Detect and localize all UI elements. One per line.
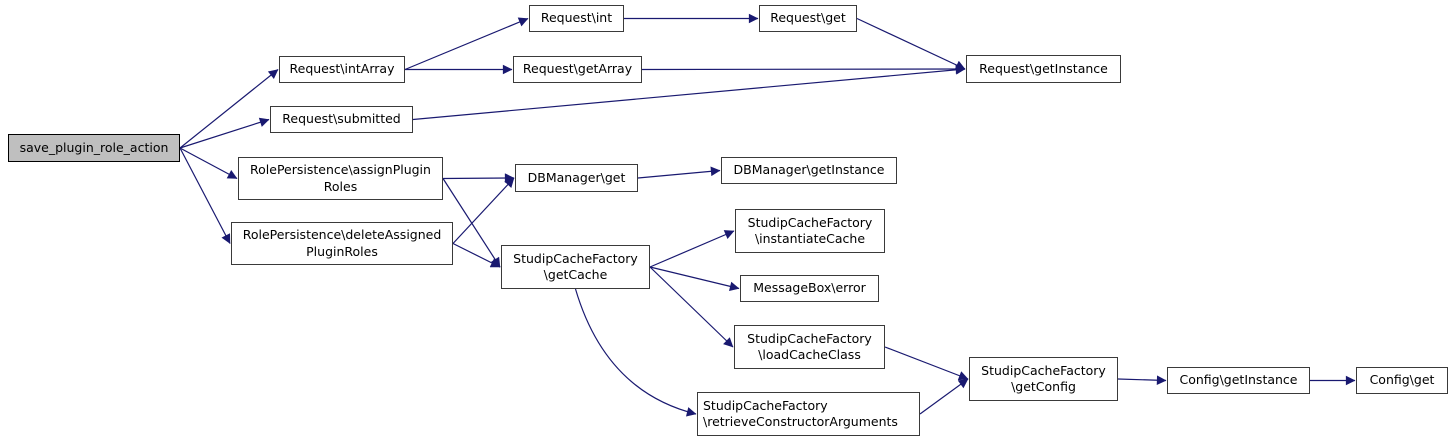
node-request-int[interactable]: Request\int: [529, 5, 624, 32]
edge-load-cache-class-to-get-config: [884, 346, 969, 381]
edge-delete-assigned-plugin-roles-to-dbmanager-get: [452, 177, 515, 244]
edge-get-cache-to-instantiate-cache: [649, 230, 735, 268]
node-instantiate-cache[interactable]: StudipCacheFactory \instantiateCache: [735, 209, 885, 253]
edge-request-getarray-to-request-getinstance: [641, 64, 966, 74]
node-request-submitted[interactable]: Request\submitted: [270, 106, 413, 133]
node-request-intarray[interactable]: Request\intArray: [279, 56, 405, 83]
node-dbmanager-get[interactable]: DBManager\get: [515, 164, 638, 192]
node-request-getarray[interactable]: Request\getArray: [513, 56, 642, 83]
edge-get-cache-to-retrieve-constructor-arguments: [574, 288, 697, 417]
edge-request-submitted-to-request-getinstance: [412, 65, 966, 121]
edge-get-cache-to-load-cache-class: [649, 266, 734, 348]
node-load-cache-class[interactable]: StudipCacheFactory \loadCacheClass: [734, 325, 885, 369]
node-save-plugin-role-action: save_plugin_role_action: [8, 134, 180, 162]
node-get-cache[interactable]: StudipCacheFactory \getCache: [501, 245, 650, 289]
edge-save-plugin-role-action-to-assign-plugin-roles: [179, 147, 238, 180]
node-messagebox-error[interactable]: MessageBox\error: [740, 275, 879, 302]
node-request-get[interactable]: Request\get: [759, 5, 857, 32]
edge-save-plugin-role-action-to-delete-assigned-plugin-roles: [179, 147, 231, 244]
node-dbmanager-getinstance[interactable]: DBManager\getInstance: [721, 157, 897, 184]
edge-delete-assigned-plugin-roles-to-get-cache: [452, 242, 501, 268]
edge-save-plugin-role-action-to-request-intarray: [179, 69, 279, 149]
edge-retrieve-constructor-arguments-to-get-config: [919, 378, 969, 415]
edge-dbmanager-get-to-dbmanager-getinstance: [637, 166, 721, 179]
edge-get-config-to-config-getinstance: [1117, 375, 1167, 386]
edge-assign-plugin-roles-to-dbmanager-get: [442, 173, 515, 183]
edge-request-get-to-request-getinstance: [856, 17, 966, 70]
node-config-get[interactable]: Config\get: [1356, 367, 1448, 394]
edge-request-intarray-to-request-int: [404, 17, 529, 71]
edge-save-plugin-role-action-to-request-submitted: [179, 117, 270, 149]
node-delete-assigned-plugin-roles[interactable]: RolePersistence\deleteAssigned PluginRol…: [231, 222, 453, 265]
edge-get-cache-to-messagebox-error: [649, 266, 740, 292]
node-assign-plugin-roles[interactable]: RolePersistence\assignPlugin Roles: [238, 157, 443, 200]
node-config-getinstance[interactable]: Config\getInstance: [1167, 367, 1310, 394]
node-get-config[interactable]: StudipCacheFactory \getConfig: [969, 357, 1118, 401]
edge-assign-plugin-roles-to-get-cache: [442, 178, 501, 268]
node-request-getinstance[interactable]: Request\getInstance: [966, 55, 1121, 83]
node-retrieve-constructor-arguments[interactable]: StudipCacheFactory \retrieveConstructorA…: [697, 392, 920, 436]
